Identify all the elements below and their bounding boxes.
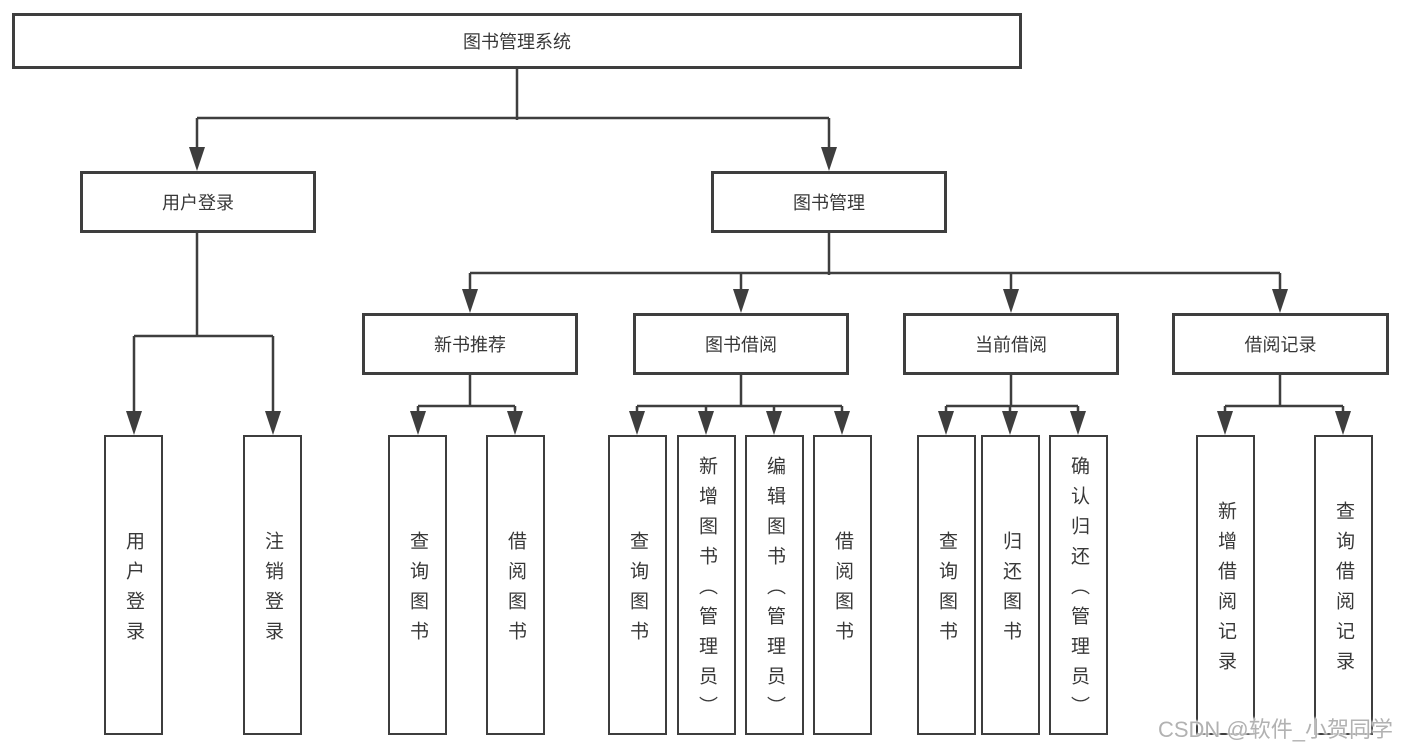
arrow-icon [629,411,645,435]
arrow-icon [1217,411,1233,435]
node-label: 图书借阅 [705,335,777,355]
leaf-user-login: 用户登录 [104,435,163,735]
node-current-borrowing: 当前借阅 [903,313,1119,375]
node-label: 查询图书 [627,530,648,651]
node-label: 图书管理 [793,193,865,213]
leaf-query-books-borrowing: 查询图书 [608,435,667,735]
node-label: 借阅记录 [1244,335,1317,355]
node-label: 借阅图书 [505,530,526,651]
arrow-icon [507,411,523,435]
leaf-add-books-admin: 新增图书（管理员） [677,435,736,735]
node-label: 归还图书 [1000,530,1021,651]
arrow-icon [1335,411,1351,435]
arrow-icon [698,411,714,435]
node-label: 当前借阅 [975,335,1047,355]
tree-edges [132,69,1345,414]
node-borrowing-records: 借阅记录 [1172,313,1389,375]
leaf-borrow-books-borrowing: 借阅图书 [813,435,872,735]
arrowheads [126,147,1351,435]
arrow-icon [766,411,782,435]
node-library-system: 图书管理系统 [12,13,1022,69]
csdn-watermark: CSDN @软件_小贺同学 [1157,717,1393,742]
arrow-icon [1070,411,1086,435]
arrow-icon [1002,411,1018,435]
node-label: 查询图书 [407,530,428,651]
arrow-icon [265,411,281,435]
leaf-query-books-current: 查询图书 [917,435,976,735]
node-label: 编辑图书（管理员） [764,455,785,726]
arrow-icon [189,147,205,171]
leaf-borrow-books-recommend: 借阅图书 [486,435,545,735]
node-label: 新增借阅记录 [1215,500,1236,681]
leaf-confirm-return-admin: 确认归还（管理员） [1049,435,1108,735]
node-label: 查询图书 [936,530,957,651]
node-new-book-recommend: 新书推荐 [362,313,578,375]
leaf-query-books-recommend: 查询图书 [388,435,447,735]
arrow-icon [462,289,478,313]
node-label: 查询借阅记录 [1333,500,1354,681]
leaf-add-borrow-record: 新增借阅记录 [1196,435,1255,735]
node-label: 图书管理系统 [463,32,571,52]
node-label: 注销登录 [262,530,283,651]
arrow-icon [733,289,749,313]
node-label: 用户登录 [162,193,234,213]
leaf-return-books: 归还图书 [981,435,1040,735]
node-label: 确认归还（管理员） [1068,455,1089,726]
node-book-management-branch: 图书管理 [711,171,947,233]
node-user-login-branch: 用户登录 [80,171,316,233]
leaf-query-borrow-record: 查询借阅记录 [1314,435,1373,735]
arrow-icon [834,411,850,435]
node-label: 借阅图书 [832,530,853,651]
node-label: 用户登录 [123,530,144,651]
node-label: 新增图书（管理员） [696,455,717,726]
arrow-icon [938,411,954,435]
arrow-icon [410,411,426,435]
node-book-borrowing: 图书借阅 [633,313,849,375]
arrow-icon [1272,289,1288,313]
leaf-edit-books-admin: 编辑图书（管理员） [745,435,804,735]
arrow-icon [1003,289,1019,313]
leaf-logout: 注销登录 [243,435,302,735]
arrow-icon [821,147,837,171]
arrow-icon [126,411,142,435]
node-label: 新书推荐 [434,335,506,355]
